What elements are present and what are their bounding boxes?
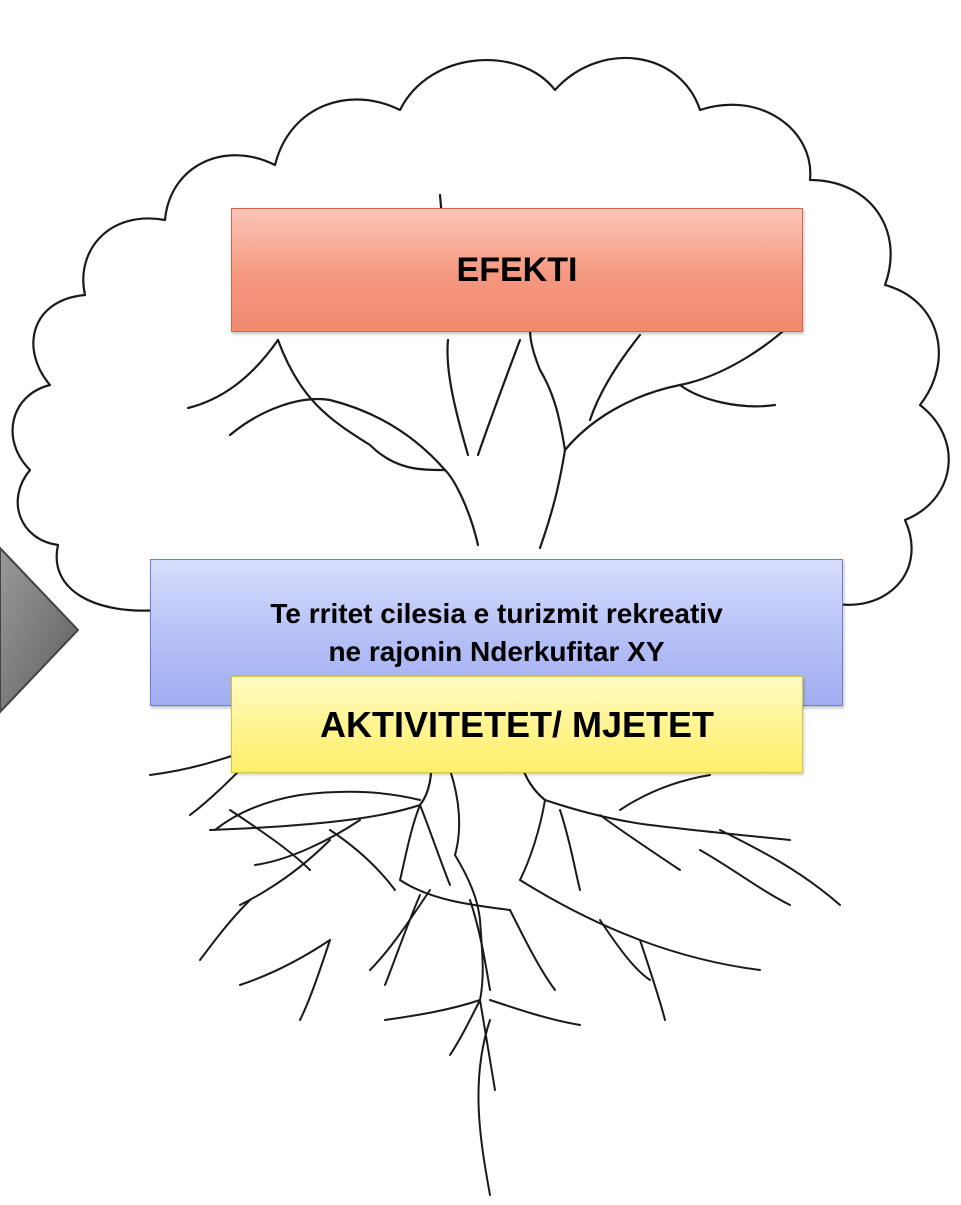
activities-label: AKTIVITETET/ MJETET [319, 703, 714, 745]
effect-label: EFEKTI [456, 250, 578, 289]
tree-canopy-outline [11, 57, 950, 612]
activities-box: AKTIVITETET/ MJETET [231, 676, 803, 773]
chevron-right-arrow-icon [0, 546, 80, 714]
goal-line-1: Te rritet cilesia e turizmit rekreativ [270, 597, 723, 629]
tree-roots [149, 749, 841, 1196]
effect-box: EFEKTI [231, 208, 803, 332]
goal-line-2: ne rajonin Nderkufitar XY [328, 635, 665, 667]
